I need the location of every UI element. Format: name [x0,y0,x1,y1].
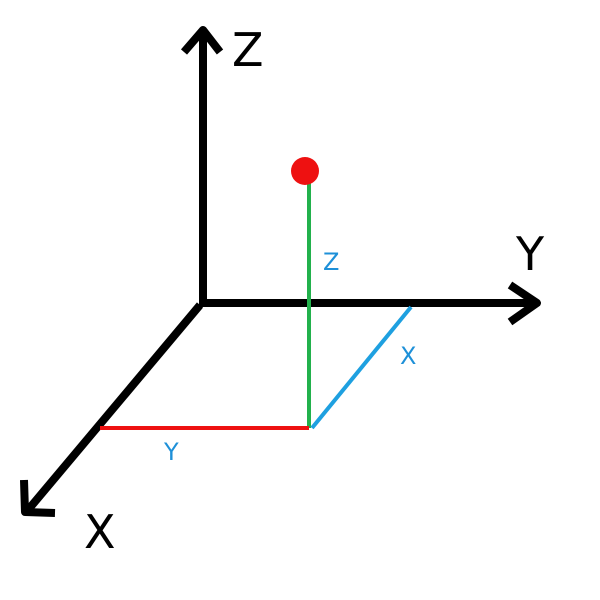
x-axis-label: X [84,505,116,559]
y-axis-label: Y [515,227,545,281]
point-marker [291,157,319,185]
z-axis [180,26,224,305]
x-axis [20,302,204,517]
z-projection-label: Z [323,248,339,276]
x-projection-label: X [400,342,416,370]
x-projection-line [310,305,413,430]
y-axis [200,281,541,326]
z-axis-label: Z [232,23,264,77]
y-projection-label: Y [163,438,179,466]
